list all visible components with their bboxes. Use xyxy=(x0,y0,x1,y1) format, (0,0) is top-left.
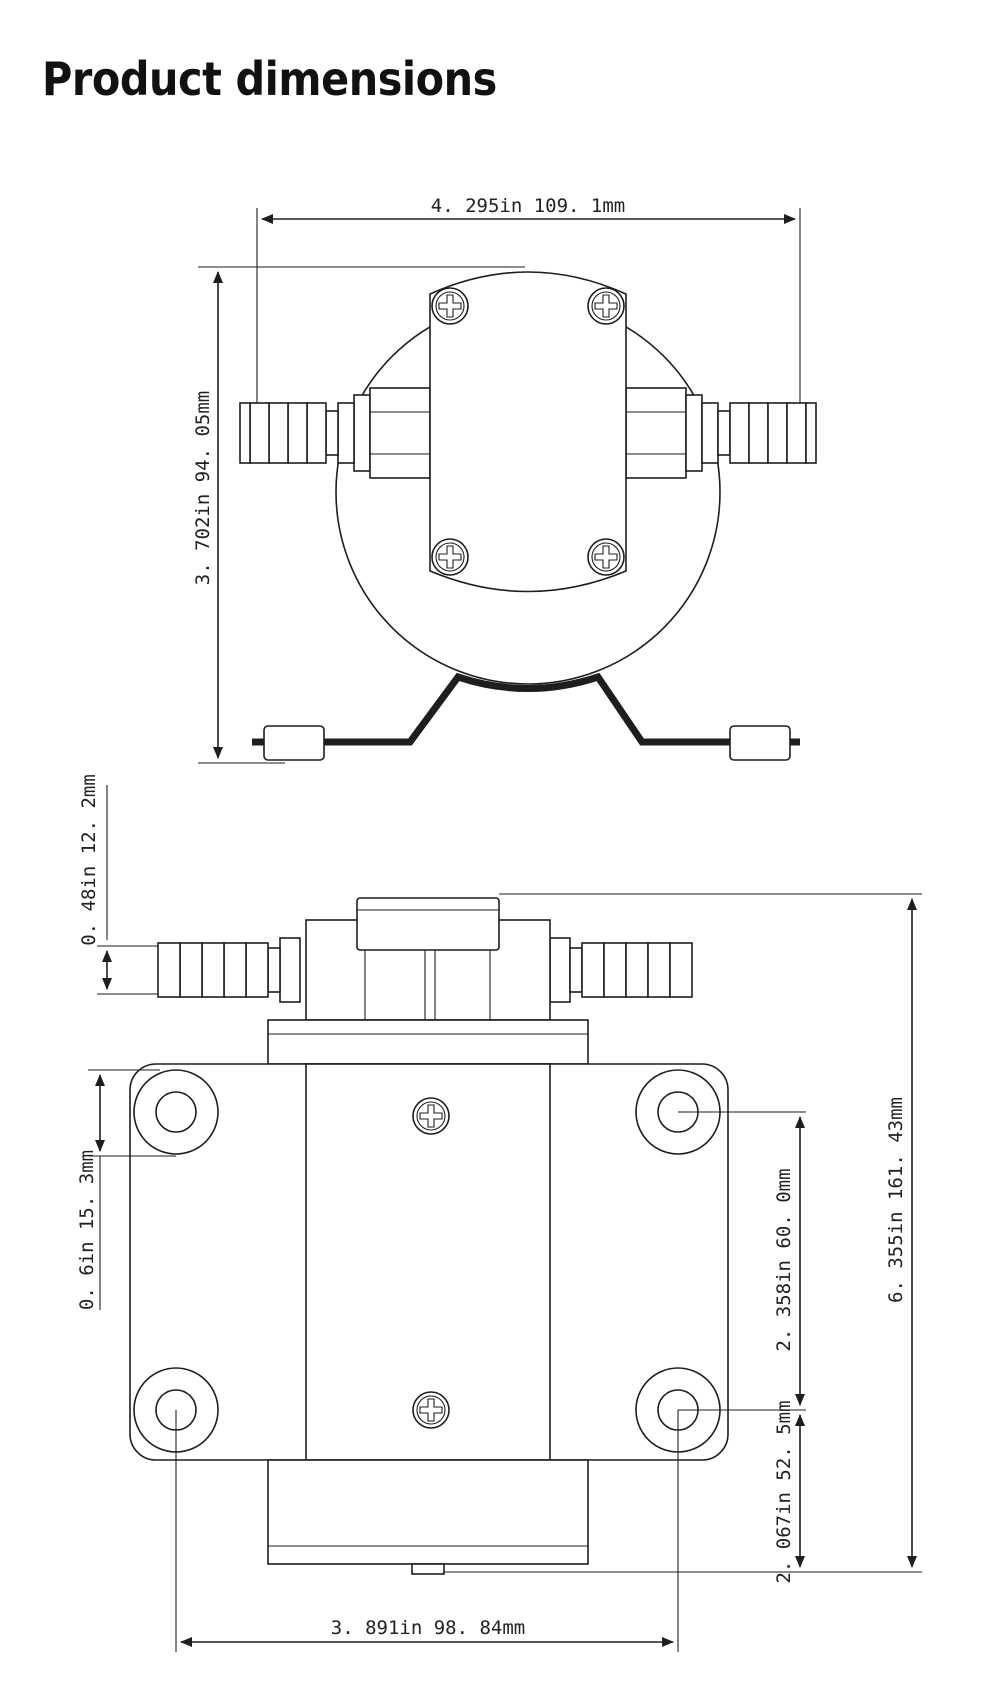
top-view: 4. 295in 109. 1mm 3. 702in 94. 05mm xyxy=(192,195,817,764)
page-title: Product dimensions xyxy=(42,52,497,106)
pump-head-plate xyxy=(429,271,627,593)
dim-top-width: 4. 295in 109. 1mm xyxy=(431,195,625,217)
dim-top-height: 3. 702in 94. 05mm xyxy=(192,391,214,585)
dim-outlet-offset: 0. 48in 12. 2mm xyxy=(78,774,100,946)
dim-end-offset: 2. 067in 52. 5mm xyxy=(773,1400,795,1583)
dim-hole-spacing-vertical: 2. 358in 60. 0mm xyxy=(773,1168,795,1351)
side-view: 0. 48in 12. 2mm xyxy=(76,774,922,1652)
dim-total-length: 6. 355in 161. 43mm xyxy=(885,1097,907,1303)
dim-hole-spacing-horizontal: 3. 891in 98. 84mm xyxy=(331,1617,525,1639)
dim-hole-offset: 0. 6in 15. 3mm xyxy=(76,1150,98,1310)
